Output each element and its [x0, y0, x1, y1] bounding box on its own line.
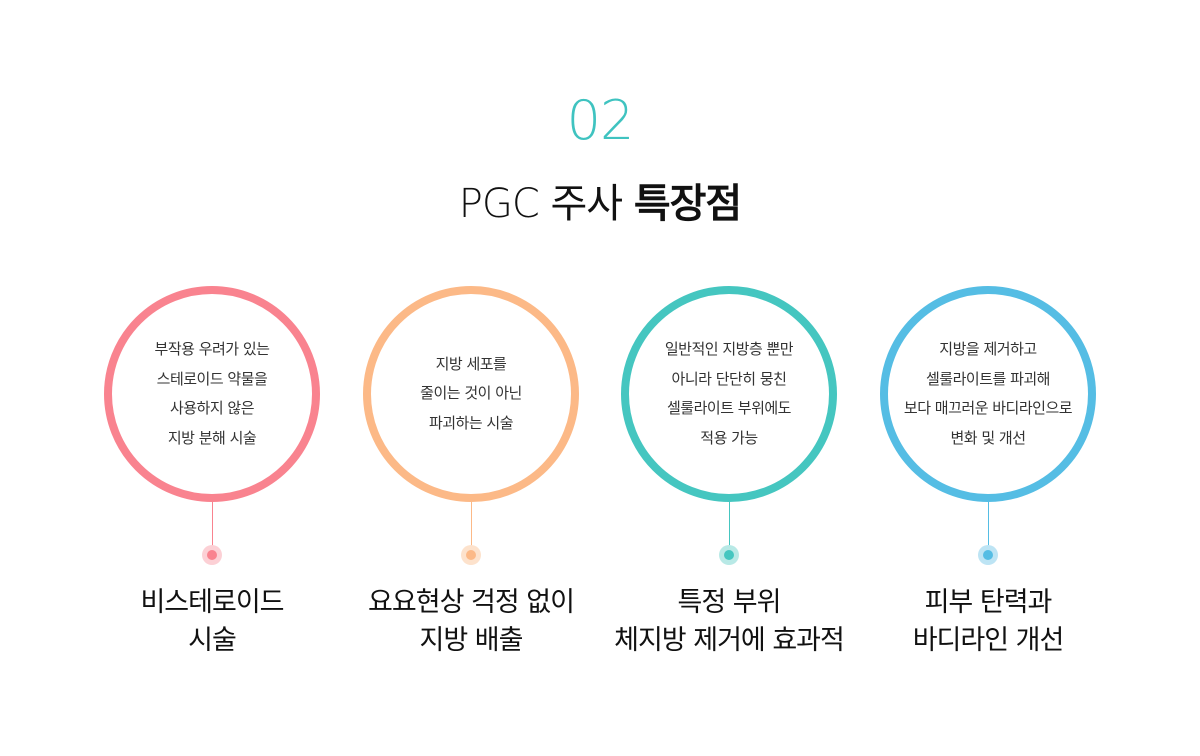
section-title-emphasis: 특장점: [633, 181, 742, 227]
feature-card-targeted-fat: 일반적인 지방층 뿐만 아니라 단단히 뭉친 셀룰라이트 부위에도 적용 가능 …: [614, 286, 845, 686]
section-title: PGC 주사 특장점: [0, 176, 1200, 232]
feature-circle: 지방을 제거하고 셀룰라이트를 파괴해 보다 매끄러운 바디라인으로 변화 및 …: [880, 286, 1096, 502]
connector-line: [728, 502, 730, 546]
dot-marker: [466, 550, 476, 560]
dot-marker: [983, 550, 993, 560]
feature-description: 부작용 우려가 있는 스테로이드 약물을 사용하지 않은 지방 분해 시술: [154, 340, 270, 447]
feature-description: 지방 세포를 줄이는 것이 아닌 파괴하는 시술: [420, 354, 522, 432]
feature-card-non-steroid: 부작용 우려가 있는 스테로이드 약물을 사용하지 않은 지방 분해 시술 비스…: [104, 286, 320, 686]
connector-line: [470, 502, 472, 546]
feature-circle: 부작용 우려가 있는 스테로이드 약물을 사용하지 않은 지방 분해 시술: [104, 286, 320, 502]
connector-line: [987, 502, 989, 546]
feature-circle: 지방 세포를 줄이는 것이 아닌 파괴하는 시술: [363, 286, 579, 502]
feature-title: 비스테로이드 시술: [140, 587, 284, 656]
feature-title: 요요현상 걱정 없이 지방 배출: [368, 587, 575, 656]
feature-circle: 일반적인 지방층 뿐만 아니라 단단히 뭉친 셀룰라이트 부위에도 적용 가능: [621, 286, 837, 502]
dot-marker: [207, 550, 217, 560]
dot-marker: [724, 550, 734, 560]
section-number: 02: [566, 89, 635, 152]
section-title-prefix: PGC 주사: [458, 181, 634, 227]
feature-description: 지방을 제거하고 셀룰라이트를 파괴해 보다 매끄러운 바디라인으로 변화 및 …: [903, 340, 1073, 447]
feature-title: 특정 부위 체지방 제거에 효과적: [614, 587, 845, 656]
connector-line: [211, 502, 213, 546]
feature-description: 일반적인 지방층 뿐만 아니라 단단히 뭉친 셀룰라이트 부위에도 적용 가능: [664, 340, 794, 447]
feature-card-no-yoyo: 지방 세포를 줄이는 것이 아닌 파괴하는 시술 요요현상 걱정 없이 지방 배…: [363, 286, 579, 686]
feature-card-elasticity: 지방을 제거하고 셀룰라이트를 파괴해 보다 매끄러운 바디라인으로 변화 및 …: [880, 286, 1096, 686]
feature-title: 피부 탄력과 바디라인 개선: [912, 587, 1065, 656]
